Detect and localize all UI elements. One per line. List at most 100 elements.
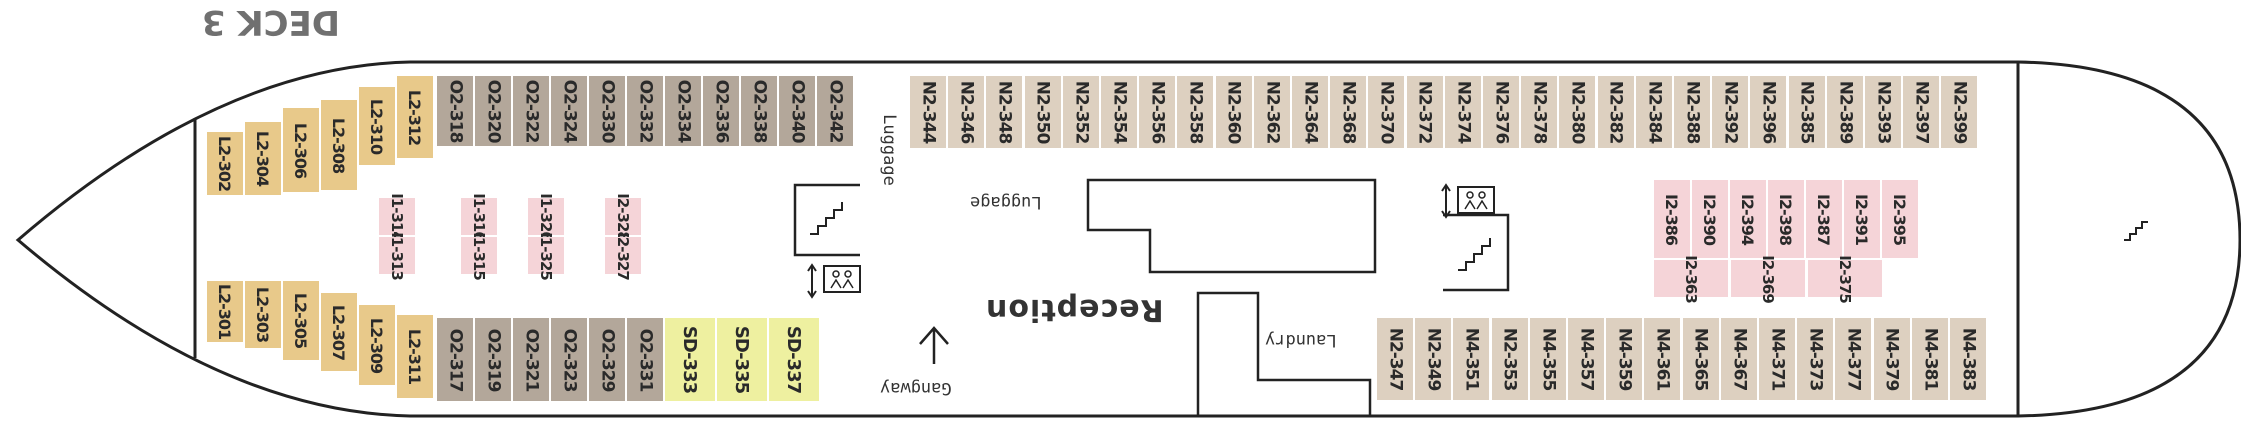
- cabin-outside: N2-388: [1674, 76, 1710, 148]
- cabin-inside: I2-398: [1768, 180, 1804, 258]
- cabin-suite: L2-307: [321, 293, 357, 371]
- cabin-inside: I2-387: [1806, 180, 1842, 258]
- cabin-number: N4-367: [1728, 327, 1749, 391]
- cabin-outside: N2-374: [1444, 76, 1481, 148]
- cabin-number: O2-323: [559, 328, 580, 391]
- cabin-number: N2-347: [1385, 327, 1406, 391]
- cabin-inside: I2-327: [605, 232, 641, 279]
- cabin-number: N4-357: [1576, 327, 1597, 391]
- cabin-suite: L2-301: [207, 281, 243, 342]
- cabin-outside: N2-362: [1253, 76, 1290, 148]
- cabin-outside: N4-361: [1644, 318, 1681, 400]
- cabin-outside: N2-370: [1368, 76, 1405, 148]
- stairwell-left-outline: [793, 183, 860, 257]
- cabin-inside: I2-375: [1808, 255, 1882, 302]
- cabin-outside: O2-324: [551, 76, 587, 146]
- cabin-number: O2-321: [521, 328, 542, 391]
- cabin-outside: O2-340: [779, 76, 815, 146]
- cabin-inside: I2-328: [605, 193, 641, 240]
- cabin-outside: N2-397: [1903, 76, 1940, 148]
- cabin-number: I2-375: [1836, 254, 1854, 303]
- cabin-inside: I2-390: [1692, 180, 1728, 258]
- cabin-inside: I1-325: [528, 232, 564, 279]
- cabin-outside: N2-385: [1788, 76, 1825, 148]
- cabin-suite: L2-303: [245, 281, 281, 348]
- cabin-number: N2-362: [1261, 80, 1282, 144]
- cabin-inside: I1-316: [461, 193, 497, 240]
- cabin-number: N2-344: [918, 80, 939, 144]
- cabin-number: O2-322: [521, 79, 542, 143]
- cabin-outside: N4-351: [1453, 318, 1490, 400]
- cabin-outside: O2-331: [627, 318, 663, 401]
- cabin-number: SD-333: [679, 325, 701, 394]
- cabin-number: N2-354: [1109, 80, 1130, 144]
- cabin-outside: O2-336: [703, 76, 739, 146]
- cabin-outside: N2-393: [1865, 76, 1901, 148]
- cabin-number: N2-364: [1300, 80, 1321, 144]
- cabin-outside: O2-338: [741, 76, 777, 146]
- cabin-number: N2-352: [1070, 80, 1091, 144]
- cabin-number: N2-353: [1499, 327, 1520, 391]
- cabin-number: N2-388: [1682, 80, 1703, 144]
- cabin-number: N2-350: [1032, 80, 1053, 144]
- cabin-outside: O2-320: [475, 76, 511, 146]
- cabin-suite: L2-310: [359, 87, 395, 165]
- cabin-number: O2-324: [559, 79, 580, 143]
- cabin-number: N2-348: [994, 80, 1015, 144]
- cabin-outside: N2-358: [1177, 76, 1214, 148]
- cabin-outside: N2-389: [1826, 76, 1863, 148]
- cabin-number: N4-355: [1537, 327, 1558, 391]
- cabin-outside: N2-378: [1521, 76, 1558, 148]
- cabin-number: O2-329: [597, 328, 618, 391]
- cabin-outside: N2-348: [986, 76, 1023, 148]
- cabin-suite: L2-312: [397, 76, 433, 158]
- cabin-suite-deluxe: SD-335: [717, 318, 767, 401]
- cabin-outside: N2-344: [910, 76, 946, 148]
- cabin-number: O2-330: [597, 79, 618, 143]
- cabin-number: I2-395: [1890, 193, 1910, 245]
- cabin-outside: N4-377: [1835, 318, 1872, 400]
- cabin-number: I2-394: [1738, 193, 1758, 245]
- cabin-inside: I1-314: [379, 193, 415, 240]
- cabin-number: L2-309: [367, 317, 387, 373]
- cabin-number: N4-361: [1652, 327, 1673, 391]
- cabin-outside: N2-349: [1415, 318, 1452, 400]
- cabin-number: N2-392: [1720, 80, 1741, 144]
- cabin-number: SD-335: [731, 325, 753, 394]
- cabin-outside: N2-352: [1062, 76, 1099, 148]
- laundry-label: Laundry: [1265, 330, 1337, 350]
- cabin-number: N4-365: [1690, 327, 1711, 391]
- cabin-number: I2-386: [1662, 193, 1682, 245]
- cabin-suite: L2-308: [321, 100, 357, 190]
- stairs-icon: [810, 202, 843, 235]
- reception-label: Reception: [985, 292, 1164, 327]
- cabin-number: L2-305: [291, 292, 311, 349]
- cabin-number: I2-363: [1682, 254, 1700, 303]
- cabin-number: I1-313: [388, 231, 406, 280]
- cabin-outside: N4-371: [1759, 318, 1795, 400]
- cabin-outside: N2-399: [1941, 76, 1978, 148]
- cabin-number: O2-320: [483, 79, 504, 143]
- cabin-number: L2-310: [367, 98, 387, 154]
- cabin-suite: L2-311: [397, 315, 433, 398]
- cabin-number: I2-327: [614, 231, 632, 280]
- cabin-inside: I2-394: [1730, 180, 1766, 258]
- cabin-number: O2-331: [635, 328, 656, 391]
- cabin-suite: L2-304: [245, 122, 281, 195]
- cabin-outside: N4-365: [1682, 318, 1719, 400]
- cabin-outside: O2-330: [589, 76, 625, 146]
- cabin-outside: N2-376: [1483, 76, 1519, 148]
- cabin-outside: O2-321: [513, 318, 549, 401]
- cabin-number: N2-384: [1643, 80, 1664, 144]
- cabin-outside: N4-359: [1606, 318, 1643, 400]
- cabin-number: N2-378: [1529, 80, 1550, 144]
- cabin-number: L2-301: [215, 283, 235, 340]
- cabin-suite: L2-302: [207, 132, 243, 195]
- cabin-number: O2-319: [483, 328, 504, 391]
- cabin-outside: N2-382: [1597, 76, 1634, 148]
- cabin-number: I2-369: [1759, 254, 1777, 303]
- cabin-number: N2-372: [1414, 80, 1435, 144]
- cabin-number: L2-311: [405, 328, 425, 385]
- cabin-number: O2-340: [787, 79, 808, 143]
- cabin-inside: I2-369: [1731, 255, 1805, 302]
